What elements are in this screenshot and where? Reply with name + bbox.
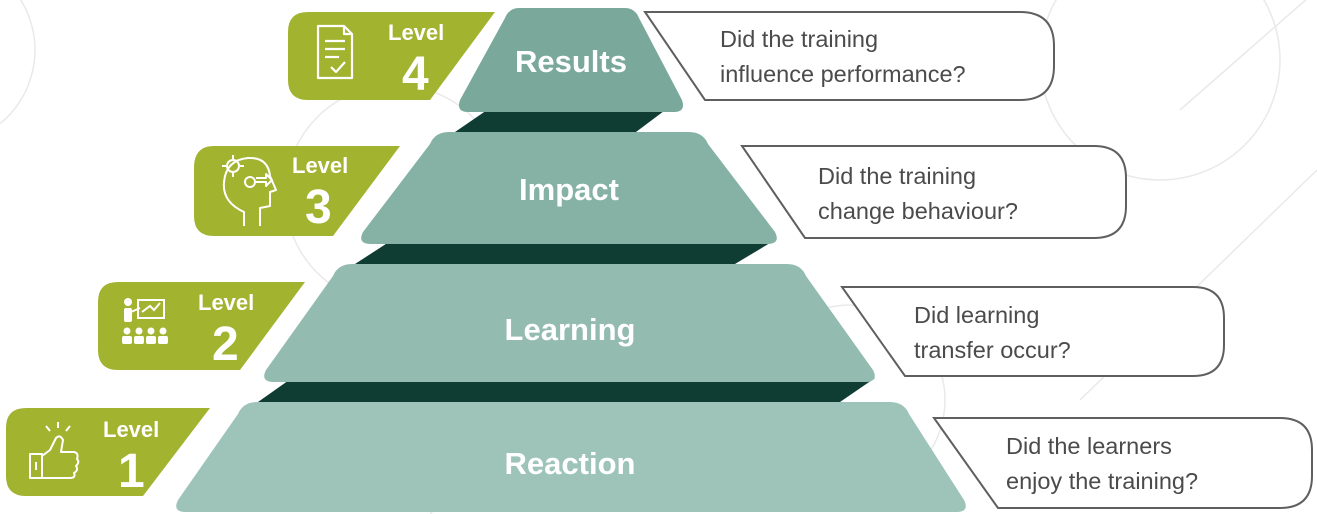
tier-results-shape <box>459 8 683 112</box>
question-callout-1: Did the learners enjoy the training? <box>932 417 1313 509</box>
thumbs-up-icon <box>29 422 80 479</box>
question-2-line-2: transfer occur? <box>914 337 1071 363</box>
tier-reaction: Reaction <box>176 402 966 512</box>
question-callout-3: Did the training change behaviour? <box>740 145 1127 239</box>
question-3-line-1: Did the training <box>818 163 976 189</box>
question-4-line-2: influence performance? <box>720 61 966 87</box>
question-callout-2: Did learning transfer occur? <box>840 286 1225 377</box>
tier-learning-shape <box>264 264 875 382</box>
level-1-badge: Level 1 <box>6 408 210 498</box>
question-callout-4: Did the training influence performance? <box>643 11 1055 101</box>
tier-results: Results <box>459 8 683 112</box>
question-2-line-1: Did learning <box>914 302 1039 328</box>
level-1-number: 1 <box>118 445 145 498</box>
tier-label-impact: Impact <box>519 172 619 207</box>
level-2-number: 2 <box>212 318 239 371</box>
head-gears-behaviour-icon <box>222 155 277 226</box>
tier-shadows <box>258 108 875 402</box>
tier-shadow-3-2 <box>355 240 775 264</box>
tier-learning: Learning <box>264 264 875 382</box>
question-1-line-2: enjoy the training? <box>1006 468 1198 494</box>
level-3-badge: Level 3 <box>194 146 400 236</box>
tier-impact: Impact <box>361 132 777 244</box>
checklist-document-icon <box>316 24 354 80</box>
level-4-word: Level <box>388 20 444 45</box>
level-1-word: Level <box>103 417 159 442</box>
level-4-badge: Level 4 <box>288 12 495 101</box>
level-2-badge: Level 2 <box>98 282 305 371</box>
level-3-word: Level <box>292 153 348 178</box>
tier-label-learning: Learning <box>505 312 636 347</box>
presentation-classroom-icon <box>122 298 168 344</box>
tier-shadow-2-1 <box>258 378 875 402</box>
tier-impact-shape <box>361 132 777 244</box>
tier-shadow-4-3 <box>455 108 668 132</box>
tier-label-reaction: Reaction <box>505 446 636 481</box>
question-4-line-1: Did the training <box>720 26 878 52</box>
level-4-number: 4 <box>402 48 429 101</box>
tier-label-results: Results <box>515 44 627 79</box>
question-3-line-2: change behaviour? <box>818 198 1018 224</box>
question-1-line-1: Did the learners <box>1006 433 1172 459</box>
tier-reaction-shape <box>176 402 966 512</box>
level-3-number: 3 <box>305 181 332 234</box>
level-2-word: Level <box>198 290 254 315</box>
